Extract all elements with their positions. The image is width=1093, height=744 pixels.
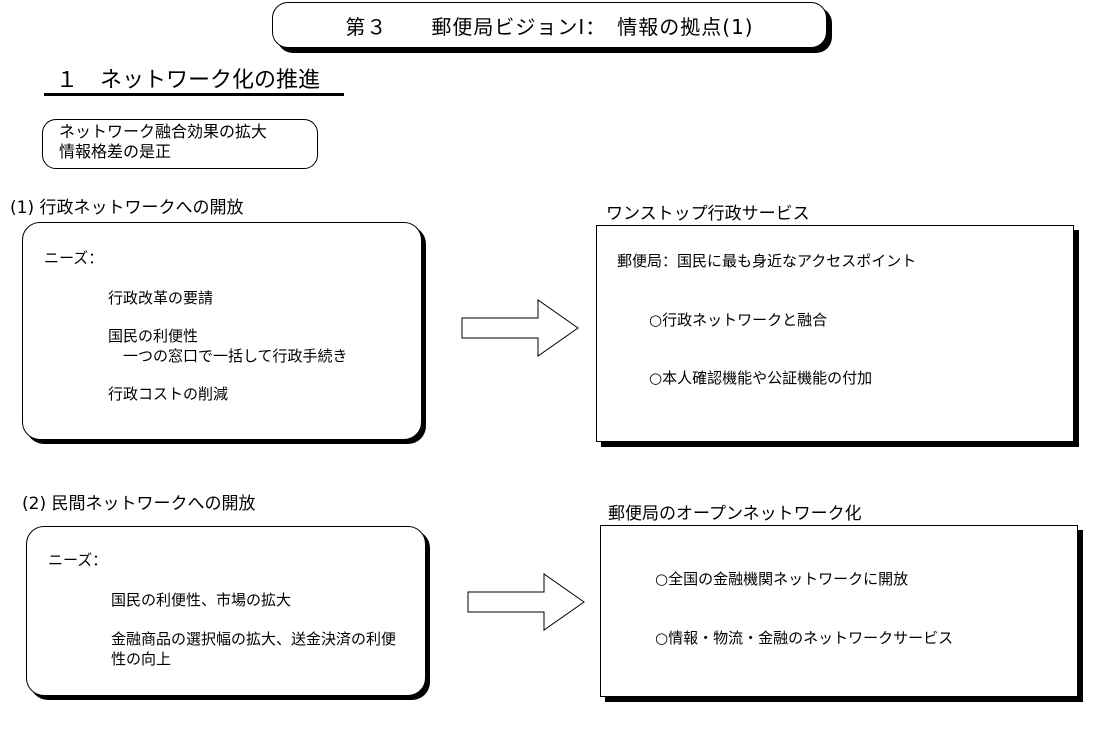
- section1-needs-title: ニーズ：: [44, 249, 104, 267]
- section1-need-4: 行政コストの削減: [108, 385, 229, 403]
- arrow-right-icon: [461, 299, 579, 357]
- section1-need-1: 行政改革の要請: [108, 289, 214, 307]
- section1-need-2: 国民の利便性: [108, 327, 199, 345]
- page-title: 第３ 郵便局ビジョンⅠ： 情報の拠点(1): [272, 2, 827, 48]
- arrow-right-icon: [467, 573, 585, 631]
- section2-needs-box: ニーズ： 国民の利便性、市場の拡大 金融商品の選択幅の拡大、送金決済の利便 性の…: [26, 526, 426, 696]
- section2-result-item-1: ○全国の金融機関ネットワークに開放: [655, 570, 909, 588]
- section2-label: (2) 民間ネットワークへの開放: [22, 494, 256, 514]
- section1-need-3: 一つの窓口で一括して行政手続き: [123, 347, 348, 365]
- section1-result-heading: 郵便局：国民に最も身近なアクセスポイント: [617, 252, 917, 270]
- effects-line-1: ネットワーク融合効果の拡大: [59, 122, 268, 141]
- effects-box: ネットワーク融合効果の拡大 情報格差の是正: [42, 119, 318, 169]
- section1-label: (1) 行政ネットワークへの開放: [10, 198, 244, 218]
- section2-need-2: 金融商品の選択幅の拡大、送金決済の利便: [111, 630, 397, 648]
- section2-result-box: ○全国の金融機関ネットワークに開放 ○情報・物流・金融のネットワークサービス: [600, 525, 1078, 697]
- section2-need-1: 国民の利便性、市場の拡大: [111, 591, 292, 609]
- section1-result-item-1: ○行政ネットワークと融合: [649, 311, 828, 329]
- title-chapter: 第３: [345, 14, 388, 39]
- section1-result-label: ワンストップ行政サービス: [606, 204, 810, 224]
- section-heading: １ ネットワーク化の推進: [44, 62, 344, 96]
- section2-need-3: 性の向上: [111, 650, 172, 668]
- section2-result-label: 郵便局のオープンネットワーク化: [608, 504, 862, 524]
- section1-needs-box: ニーズ： 行政改革の要請 国民の利便性 一つの窓口で一括して行政手続き 行政コス…: [22, 222, 422, 440]
- section2-result-item-2: ○情報・物流・金融のネットワークサービス: [655, 629, 954, 647]
- section2-needs-title: ニーズ：: [48, 551, 108, 569]
- section1-result-box: 郵便局：国民に最も身近なアクセスポイント ○行政ネットワークと融合 ○本人確認機…: [596, 225, 1074, 442]
- effects-line-2: 情報格差の是正: [59, 142, 172, 161]
- section1-result-item-2: ○本人確認機能や公証機能の付加: [649, 369, 873, 387]
- title-main: 郵便局ビジョンⅠ： 情報の拠点(1): [431, 14, 754, 39]
